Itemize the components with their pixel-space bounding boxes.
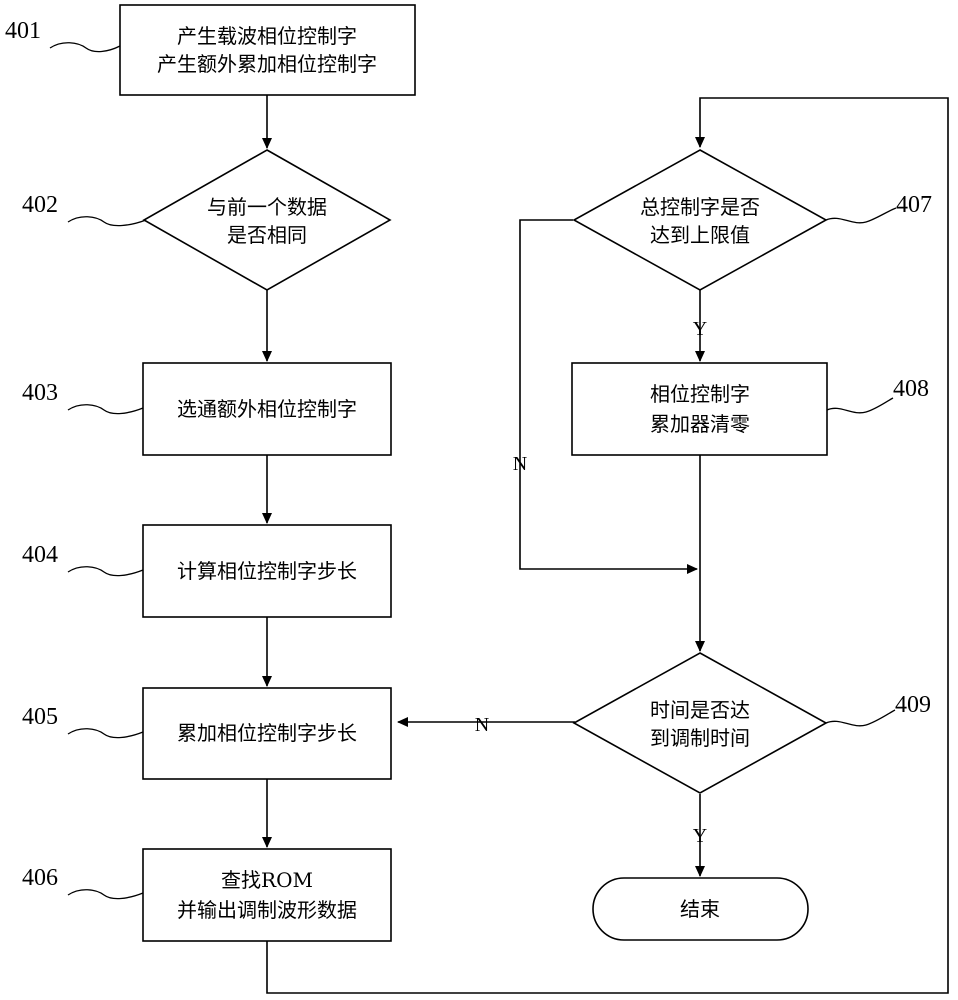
label-leader-401 bbox=[49, 42, 121, 53]
connector-406-loop-to-407 bbox=[266, 97, 949, 994]
terminator-end-text: 结束 bbox=[680, 897, 720, 921]
label-leader-409 bbox=[825, 709, 896, 727]
label-leader-403 bbox=[67, 404, 144, 415]
label-leader-405 bbox=[67, 728, 144, 739]
decision-409-diamond bbox=[572, 652, 828, 794]
decision-407-text-line-2: 达到上限值 bbox=[650, 223, 750, 247]
process-405: 累加相位控制字步长 bbox=[142, 687, 392, 780]
decision-409: 时间是否达 到调制时间 bbox=[572, 652, 828, 794]
terminator-end-shape bbox=[592, 877, 809, 941]
decision-407-text-line-1: 总控制字是否 bbox=[640, 195, 760, 219]
decision-407-diamond bbox=[572, 149, 828, 291]
step-label-408: 408 bbox=[893, 376, 929, 402]
label-leader-406 bbox=[67, 889, 144, 900]
branch-label-409-yes: Y bbox=[693, 825, 707, 847]
process-404-box bbox=[142, 524, 392, 618]
process-404: 计算相位控制字步长 bbox=[142, 524, 392, 618]
decision-409-text-line-2: 到调制时间 bbox=[650, 726, 750, 750]
decision-402: 与前一个数据 是否相同 bbox=[142, 149, 392, 291]
step-label-409: 409 bbox=[895, 692, 931, 718]
step-label-407: 407 bbox=[896, 192, 932, 218]
process-408-text-line-2: 累加器清零 bbox=[650, 412, 750, 436]
process-405-text: 累加相位控制字步长 bbox=[177, 721, 357, 745]
step-label-401: 401 bbox=[5, 18, 41, 44]
process-408: 相位控制字 累加器清零 bbox=[571, 362, 828, 456]
label-leader-404 bbox=[67, 566, 144, 577]
process-401: 产生载波相位控制字 产生额外累加相位控制字 bbox=[119, 4, 416, 96]
process-403-box bbox=[142, 362, 392, 456]
process-401-text-line-1: 产生载波相位控制字 bbox=[177, 24, 357, 48]
step-label-402: 402 bbox=[22, 192, 58, 218]
process-401-box bbox=[119, 4, 416, 96]
step-label-406: 406 bbox=[22, 865, 58, 891]
process-403: 选通额外相位控制字 bbox=[142, 362, 392, 456]
process-408-box bbox=[571, 362, 828, 456]
step-label-403: 403 bbox=[22, 380, 58, 406]
decision-402-text-line-2: 是否相同 bbox=[227, 223, 307, 247]
process-406-box bbox=[142, 848, 392, 942]
terminator-end: 结束 bbox=[592, 877, 809, 941]
process-406-text-line-2: 并输出调制波形数据 bbox=[177, 898, 357, 922]
decision-402-text-line-1: 与前一个数据 bbox=[207, 195, 327, 219]
branch-label-409-no: N bbox=[475, 714, 489, 736]
decision-407: 总控制字是否 达到上限值 bbox=[572, 149, 828, 291]
label-leader-407 bbox=[825, 207, 897, 224]
branch-label-407-no: N bbox=[513, 453, 527, 475]
process-406: 查找ROM 并输出调制波形数据 bbox=[142, 848, 392, 942]
process-401-text-line-2: 产生额外累加相位控制字 bbox=[157, 52, 377, 76]
process-406-text-line-1: 查找ROM bbox=[221, 868, 313, 892]
process-404-text: 计算相位控制字步长 bbox=[177, 559, 357, 583]
connector-407-no-merge bbox=[519, 219, 698, 574]
branch-label-407-yes: Y bbox=[693, 318, 707, 340]
label-leader-402 bbox=[67, 216, 147, 227]
label-leader-408 bbox=[826, 397, 894, 414]
process-405-box bbox=[142, 687, 392, 780]
process-408-text-line-1: 相位控制字 bbox=[650, 382, 750, 406]
decision-409-text-line-1: 时间是否达 bbox=[650, 698, 750, 722]
decision-402-diamond bbox=[142, 149, 392, 291]
step-label-404: 404 bbox=[22, 542, 58, 568]
process-403-text: 选通额外相位控制字 bbox=[177, 397, 357, 421]
step-label-405: 405 bbox=[22, 704, 58, 730]
